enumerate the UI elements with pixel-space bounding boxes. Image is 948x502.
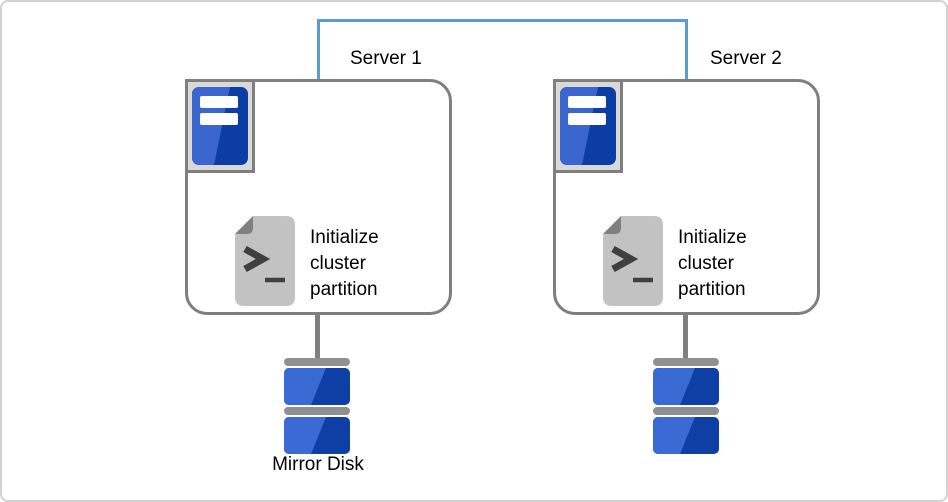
script-file-icon [235,216,295,306]
server-1-icon-frame [185,79,255,173]
server-1-disk-connector [315,313,320,360]
mirror-disk-stack-icon [653,358,719,454]
server-2-script-step-text: Initialize cluster partition [678,227,747,300]
terminal-prompt-glyph [243,245,271,273]
server-icon [560,87,616,165]
server-2-disk-connector [683,313,688,360]
server-2-icon-frame [553,79,623,173]
server-1-script-step-text: Initialize cluster partition [310,227,379,300]
terminal-prompt-glyph [611,245,639,273]
cluster-interconnect-line [317,19,688,79]
server-2-label: Server 2 [710,48,782,69]
server-icon [192,87,248,165]
mirror-disk-stack-icon [284,358,350,454]
mirror-disk-label: Mirror Disk [272,454,364,475]
server-1-label: Server 1 [350,48,422,69]
script-file-icon [603,216,663,306]
